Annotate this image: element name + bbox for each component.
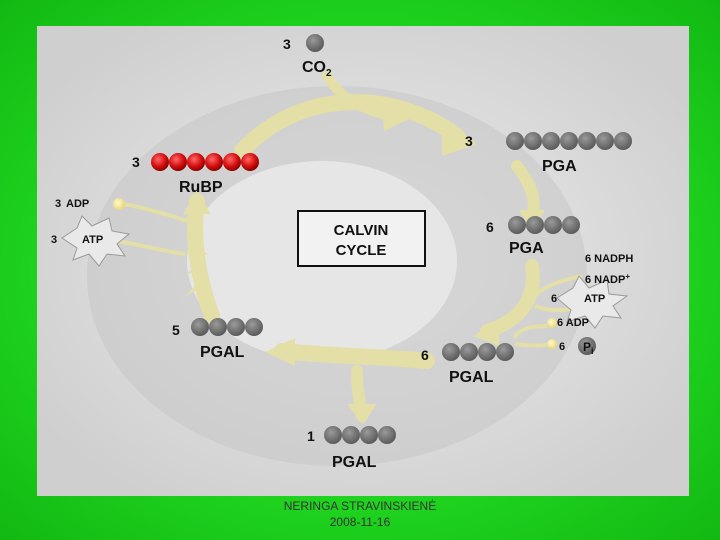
rubp-count: 3 (132, 154, 140, 170)
pga6-count: 6 (486, 219, 494, 235)
center-label-line2: CYCLE (336, 242, 387, 259)
co2-count: 3 (283, 36, 291, 52)
pga6-label: PGA (509, 240, 544, 257)
adp-right-dot (547, 339, 557, 349)
pgal5-label: PGAL (200, 344, 245, 361)
atp-right-label: ATP (584, 293, 605, 305)
nadph-label: 6 NADPH (585, 253, 633, 265)
diagram-panel: 3 CO2 3 PGA 6 PGA 6 NADPH 6 NADP+ 6 ATP (37, 26, 689, 496)
adp-right-arrow (515, 344, 552, 346)
adp-right-label: 6 ADP (557, 317, 589, 329)
pgal6-count: 6 (421, 347, 429, 363)
adp-left-dot (113, 198, 125, 210)
rubp-label: RuBP (179, 179, 223, 196)
pgal5-count: 5 (172, 322, 180, 338)
arrow-to-pgal5 (282, 351, 427, 361)
atp-right-dot (547, 318, 557, 328)
adp-left-label: ADP (66, 198, 89, 210)
co2-molecule (306, 34, 324, 52)
pgal1-count: 1 (307, 428, 315, 444)
adp-left-count: 3 (55, 198, 61, 210)
footer-author: NERINGA STRAVINSKIENĖ (0, 499, 720, 513)
center-label-line1: CALVIN (334, 222, 389, 239)
atp-right-count: 6 (551, 293, 557, 305)
pgal1-label: PGAL (332, 454, 377, 471)
pga3-count: 3 (465, 133, 473, 149)
nadp-label: 6 NADP+ (585, 272, 630, 286)
pi-count: 6 (559, 341, 565, 353)
pga3-label: PGA (542, 158, 577, 175)
pgal6-label: PGAL (449, 369, 494, 386)
atp-left-count: 3 (51, 234, 57, 246)
footer-date: 2008-11-16 (0, 515, 720, 529)
calvin-cycle-diagram: 3 CO2 3 PGA 6 PGA 6 NADPH 6 NADP+ 6 ATP (37, 26, 689, 496)
atp-left-label: ATP (82, 234, 103, 246)
